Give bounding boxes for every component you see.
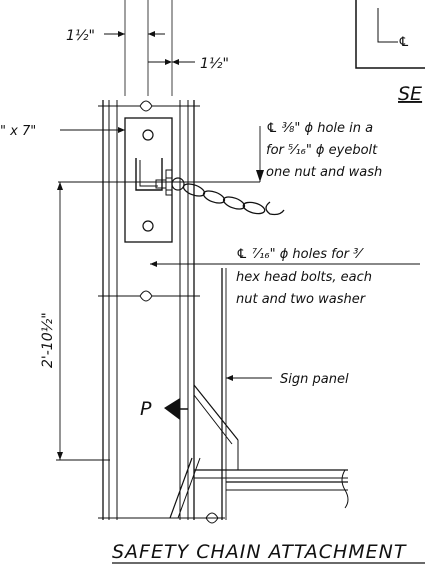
hole-note-line2: for ⁵⁄₁₆" ϕ eyebolt — [266, 143, 378, 158]
sign-panel-label: Sign panel — [280, 372, 349, 387]
dim-plate: " x 7" — [0, 124, 36, 139]
post — [98, 0, 225, 524]
safety-chain — [171, 177, 285, 216]
bolt-note-line1: ℄ ⁷⁄₁₆" ϕ holes for ³⁄ — [236, 247, 364, 262]
dim-top-right: 1½" — [200, 56, 229, 72]
hole-note-line3: one nut and wash — [266, 165, 382, 180]
frame-bracing — [169, 384, 349, 519]
hole-callout: ℄ ⅜" ϕ hole in a for ⁵⁄₁₆" ϕ eyebolt one… — [58, 121, 382, 183]
drawing-title: SAFETY CHAIN ATTACHMENT — [112, 541, 407, 563]
bolt-note-line3: nut and two washer — [236, 292, 367, 307]
post-marker: P — [140, 398, 188, 420]
bolt-callout: ℄ ⁷⁄₁₆" ϕ holes for ³⁄ hex head bolts, e… — [150, 247, 420, 307]
attachment-plate: " x 7" — [0, 117, 173, 243]
dim-top-left: 1½" — [66, 28, 95, 44]
height-dimension: 2'-10½" — [40, 182, 110, 461]
section-label: SE — [398, 83, 422, 105]
inset-centerline-symbol: ℄ — [398, 35, 410, 50]
section-inset: ℄ SE — [355, 0, 425, 105]
dim-height: 2'-10½" — [40, 312, 56, 368]
bolt-note-line2: hex head bolts, each — [236, 270, 372, 285]
top-dimensions: 1½" 1½" — [66, 28, 229, 72]
hole-note-line1: ℄ ⅜" ϕ hole in a — [266, 121, 373, 136]
post-marker-label: P — [140, 398, 152, 420]
